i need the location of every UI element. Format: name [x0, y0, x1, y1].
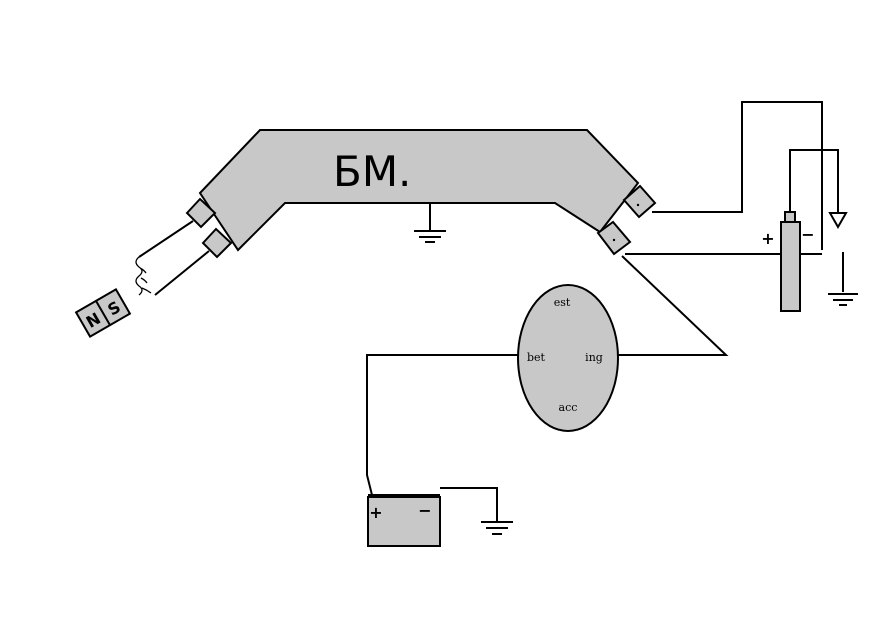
sensor-terminal	[784, 211, 796, 223]
module-ground-symbol	[414, 203, 446, 243]
coil-winding	[135, 256, 152, 296]
battery: + −	[367, 494, 441, 547]
battery-minus-label: −	[418, 501, 431, 520]
connector-dot	[612, 238, 616, 242]
sensor-ground-symbol	[828, 252, 858, 306]
arrow-down-icon	[828, 212, 848, 230]
left-connector-lower	[201, 227, 233, 259]
ignition-feed-wire	[617, 255, 729, 356]
switch-label-top: est	[554, 296, 571, 309]
battery-feed-wire	[366, 354, 518, 496]
sensor-minus-label: −	[801, 225, 814, 244]
module-label: БМ.	[333, 147, 411, 196]
pickup-coil	[135, 220, 210, 296]
right-connector-lower	[596, 220, 632, 256]
battery-body	[367, 496, 441, 547]
battery-plus-label: +	[369, 503, 382, 522]
right-connector-upper	[622, 184, 657, 219]
control-module: БМ.	[185, 129, 657, 259]
switch-label-left: bet	[527, 351, 546, 364]
temperature-sensor: + −	[761, 211, 815, 312]
sensor-body	[780, 221, 801, 312]
sensor-plus-label: +	[761, 229, 774, 248]
ignition-switch-body	[517, 284, 619, 432]
magnet: N S	[74, 288, 132, 338]
ignition-switch: est bet ing acc	[517, 284, 619, 432]
switch-label-bottom: acc	[559, 401, 578, 414]
battery-ground-symbol	[440, 487, 513, 535]
left-connector-upper	[185, 197, 217, 229]
switch-label-right: ing	[585, 351, 603, 364]
connector-dot	[636, 203, 640, 207]
